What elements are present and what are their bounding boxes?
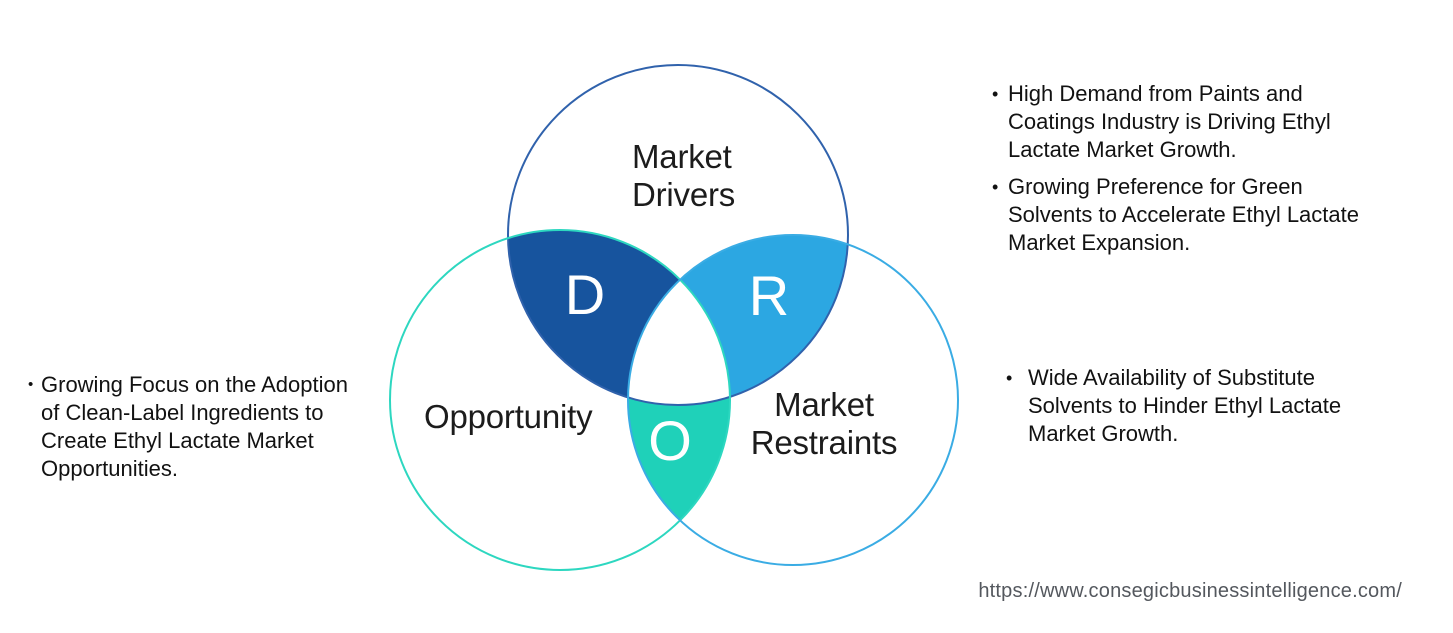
letter-o: O <box>648 408 692 472</box>
opportunity-notes: • Growing Focus on the Adoption of Clean… <box>28 371 348 483</box>
list-item: • Growing Preference for Green Solvents … <box>992 173 1359 257</box>
opportunity-circle-label: Opportunity <box>424 398 593 435</box>
list-item: • Growing Focus on the Adoption of Clean… <box>28 371 348 483</box>
opportunity-note-1: Growing Focus on the Adoption of Clean-L… <box>41 372 348 481</box>
opportunity-circle <box>389 229 731 571</box>
restraints-notes: • Wide Availability of Substitute Solven… <box>1006 364 1341 448</box>
restraints-circle <box>627 234 959 566</box>
driver-note-2: Growing Preference for Green Solvents to… <box>1008 174 1359 255</box>
bullet-icon: • <box>28 376 34 393</box>
list-item: • High Demand from Paints and Coatings I… <box>992 80 1359 164</box>
drivers-circle <box>507 64 849 406</box>
restraint-note-1: Wide Availability of Substitute Solvents… <box>1028 365 1342 446</box>
drivers-notes: • High Demand from Paints and Coatings I… <box>992 80 1359 257</box>
list-item: • Wide Availability of Substitute Solven… <box>1006 364 1341 448</box>
bullet-icon: • <box>1006 368 1013 388</box>
restraints-circle-label: Market Restraints <box>750 386 898 461</box>
overlap-drivers-restraints <box>628 235 848 405</box>
bullet-icon: • <box>992 177 999 197</box>
drivers-circle-label: Market Drivers <box>632 138 736 213</box>
letter-d: D <box>564 262 606 326</box>
bullet-icon: • <box>992 84 999 104</box>
driver-note-1: High Demand from Paints and Coatings Ind… <box>1008 81 1331 162</box>
source-url: https://www.consegicbusinessintelligence… <box>978 580 1402 602</box>
letter-r: R <box>748 263 790 327</box>
